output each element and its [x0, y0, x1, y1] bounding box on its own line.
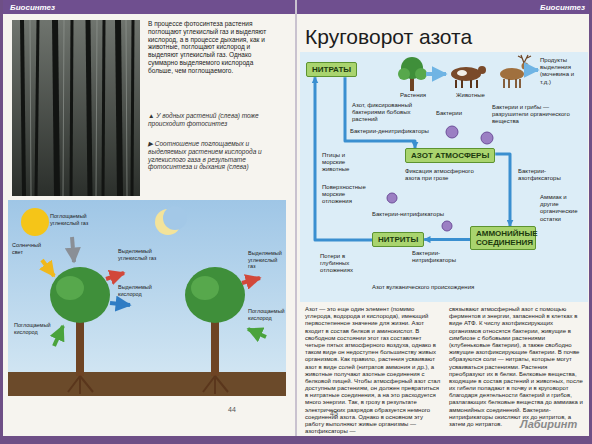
cycle-arrow [424, 238, 470, 241]
compound-name: НИТРИТЫ [378, 235, 418, 244]
gas-label: Выделяемый углекислый газ [248, 250, 286, 270]
cycle-label: Бактерии [436, 110, 462, 117]
watermark: Лабиринт [520, 418, 577, 431]
compound-box: АЗОТ АТМОСФЕРЫ [405, 148, 495, 163]
cycle-label: Бактерии-нитрификаторы [372, 211, 444, 218]
photo-caption: ▲ У водных растений (слева) тоже происхо… [148, 112, 270, 128]
compound-name: НИТРАТЫ [312, 65, 351, 74]
cycle-label: Животные [456, 92, 485, 99]
compound-box: АММОНИЙНЫЕ СОЕДИНЕНИЯ [470, 226, 536, 250]
compound-box: НИТРИТЫ [372, 232, 424, 247]
cycle-label: Аммиак и другие органические остатки [540, 194, 586, 223]
cycle-label: Продукты выделения (мочевина и т.д.) [540, 57, 586, 86]
photo-caption: ▶ Соотношение поглощаемых и выделяемых р… [148, 140, 270, 171]
gas-label: Выделяемый кислород [118, 284, 160, 297]
page-number: 45 [330, 410, 338, 418]
body-column: связывают атмосферный азот с помощью фер… [449, 306, 585, 428]
cycle-label: Бактерии и грибы — разрушители органичес… [492, 104, 584, 126]
cycle-label: Бактерии-денитрификаторы [350, 128, 429, 135]
compound-name: АММОНИЙНЫЕ СОЕДИНЕНИЯ [476, 229, 530, 247]
cycle-label: Потери в глубинных отложениях [320, 253, 370, 275]
gas-label: Поглощаемый кислород [14, 322, 50, 335]
gas-label: Поглощаемый кислород [248, 308, 286, 321]
page-number: 44 [228, 406, 236, 414]
cycle-label: Поверхностные морские отложения [322, 184, 368, 206]
cycle-label: Птицы и морские животные [322, 152, 366, 174]
cycle-label: Растения [400, 92, 426, 99]
body-paragraph: В процессе фотосинтеза растения поглощаю… [148, 20, 270, 75]
cycle-label: Бактерии-азотфиксаторы [518, 168, 582, 182]
compound-name: АЗОТ АТМОСФЕРЫ [411, 151, 489, 160]
cycle-label: Азот, фиксированный бактериями бобовых р… [352, 102, 426, 124]
cycle-label: Азот вулканического происхождения [372, 284, 474, 291]
diagram-title: Круговорот азота [305, 24, 472, 49]
cycle-arrow [495, 154, 510, 226]
running-head: Биосинтез [540, 3, 585, 13]
gas-label: Выделяемый углекислый газ [118, 248, 160, 261]
cycle-label: Бактерии-нитрификаторы [412, 250, 464, 264]
cycle-label: Фиксация атмосферного азота при грозе [405, 168, 479, 182]
body-column: Азот — это еще один элемент (помимо угле… [305, 306, 441, 435]
gas-label: Поглощаемый углекислый газ [50, 213, 92, 226]
running-head: Биосинтез [10, 3, 55, 13]
compound-box: НИТРАТЫ [306, 62, 357, 77]
gas-label: Солнечный свет [12, 242, 44, 255]
